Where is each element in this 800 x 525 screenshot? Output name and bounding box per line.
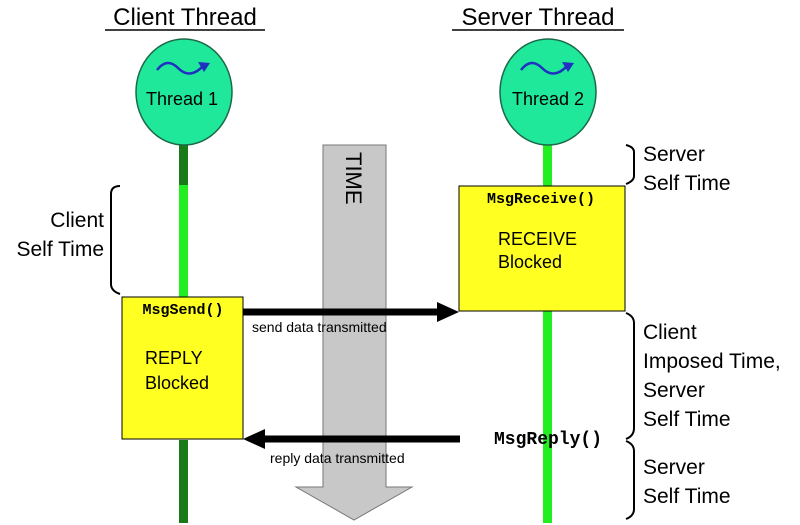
- server-self-time-top-line2: Self Time: [643, 172, 731, 195]
- server-wave-icon: [520, 61, 568, 75]
- time-label: TIME: [341, 152, 366, 205]
- msgsend-call: MsgSend(): [142, 302, 223, 319]
- send-arrow-label: send data transmitted: [252, 319, 387, 335]
- send-arrowhead: [437, 302, 459, 322]
- receive-state-line1: RECEIVE: [498, 229, 577, 249]
- server-line-active-bottom: [543, 311, 552, 523]
- client-line-inactive-bottom: [179, 440, 188, 523]
- client-self-time-line1: Client: [50, 209, 104, 232]
- client-line-active-top: [179, 185, 188, 297]
- server-self-time-bottom-brace: [625, 440, 635, 520]
- server-self-time-bottom-line2: Self Time: [643, 485, 731, 508]
- client-thread-header: Client Thread: [113, 4, 257, 31]
- client-imposed-line3: Server: [643, 379, 705, 402]
- client-line-inactive-top: [179, 145, 188, 185]
- client-thread-label: Thread 1: [146, 89, 218, 109]
- server-self-time-bottom-line1: Server: [643, 456, 705, 479]
- time-arrow: [294, 144, 414, 521]
- client-imposed-line4: Self Time: [643, 408, 731, 431]
- server-self-time-top-line1: Server: [643, 143, 705, 166]
- client-imposed-line2: Imposed Time,: [643, 350, 781, 373]
- client-self-time-brace: [110, 185, 121, 295]
- client-imposed-line1: Client: [643, 321, 697, 344]
- server-self-time-top-brace: [625, 144, 635, 185]
- client-send-block: MsgSend() REPLY Blocked: [121, 296, 244, 440]
- msgreceive-call: MsgReceive(): [487, 191, 595, 208]
- server-thread-label: Thread 2: [512, 89, 584, 109]
- server-thread-node: Thread 2: [499, 38, 597, 146]
- reply-arrow-label: reply data transmitted: [270, 450, 405, 466]
- server-line-active-top: [543, 145, 552, 187]
- reply-state-line2: Blocked: [145, 373, 209, 393]
- server-thread-header: Server Thread: [462, 4, 615, 31]
- reply-state-line1: REPLY: [145, 348, 203, 368]
- msgreply-call: MsgReply(): [494, 430, 602, 450]
- client-thread-node: Thread 1: [135, 38, 233, 146]
- client-self-time-line2: Self Time: [16, 238, 104, 261]
- server-receive-block: MsgReceive() RECEIVE Blocked: [458, 185, 626, 312]
- client-wave-icon: [156, 61, 204, 75]
- reply-arrowhead: [243, 429, 265, 449]
- receive-state-line2: Blocked: [498, 252, 562, 272]
- client-imposed-brace: [625, 312, 635, 440]
